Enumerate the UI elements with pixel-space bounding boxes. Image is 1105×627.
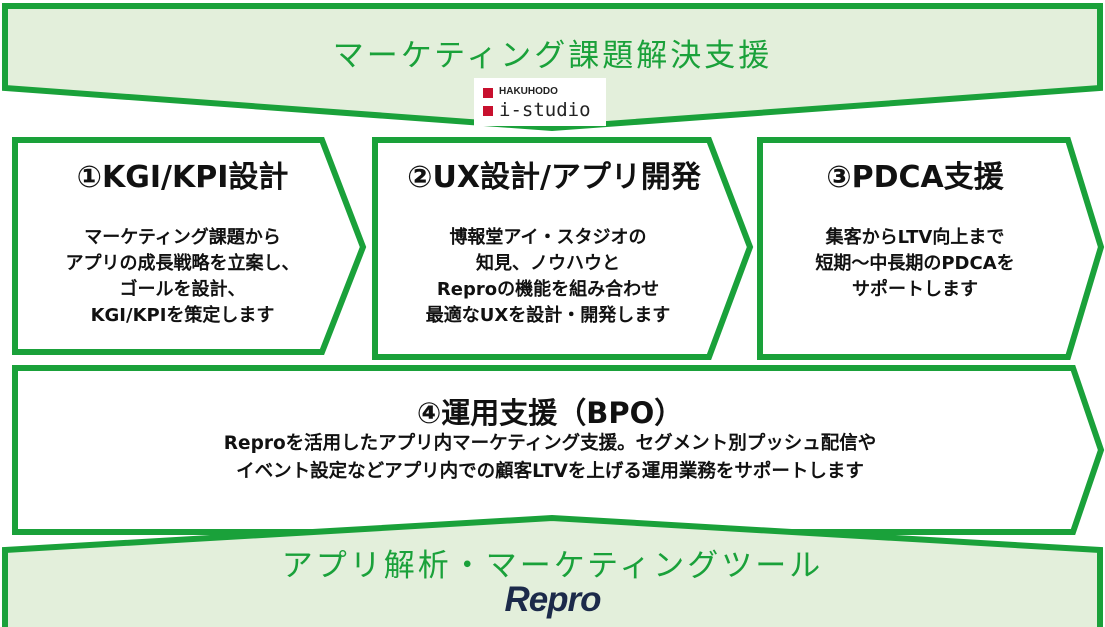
bottom-banner-title: アプリ解析・マーケティングツール xyxy=(281,548,824,584)
step2-body: 博報堂アイ・スタジオの 知見、ノウハウと Reproの機能を組み合わせ 最適なU… xyxy=(378,225,718,329)
step3-title: ③PDCA支援 xyxy=(826,160,1004,195)
step2-line: 博報堂アイ・スタジオの xyxy=(449,227,647,248)
logo-red-square-bottom xyxy=(483,106,493,116)
logo-red-square-top xyxy=(483,88,493,98)
step1-line: アプリの成長戦略を立案し、 xyxy=(65,253,300,274)
bpo-line: Reproを活用したアプリ内マーケティング支援。セグメント別プッシュ配信や xyxy=(223,433,877,454)
bpo-body: Reproを活用したアプリ内マーケティング支援。セグメント別プッシュ配信や イベ… xyxy=(20,430,1080,486)
step2-arrow-shape xyxy=(372,137,754,360)
step3-arrow-shape xyxy=(757,137,1105,360)
step1-title: ①KGI/KPI設計 xyxy=(76,160,289,195)
step1-arrow-shape xyxy=(12,137,367,355)
step3-body: 集客からLTV向上まで 短期～中長期のPDCAを サポートします xyxy=(765,225,1065,303)
bottom-banner-shape xyxy=(2,514,1103,627)
step1-body: マーケティング課題から アプリの成長戦略を立案し、 ゴールを設計、 KGI/KP… xyxy=(25,225,340,329)
step1-line: KGI/KPIを策定します xyxy=(90,305,275,326)
step1-line: マーケティング課題から xyxy=(84,227,281,248)
step2-line: 最適なUXを設計・開発します xyxy=(425,305,671,326)
bpo-line: イベント設定などアプリ内での顧客LTVを上げる運用業務をサポートします xyxy=(236,461,864,482)
bpo-title: ④運用支援（BPO） xyxy=(416,396,684,430)
step2-line: Reproの機能を組み合わせ xyxy=(436,279,660,300)
repro-logo: Repro xyxy=(504,580,601,619)
logo-small-text: HAKUHODO xyxy=(499,86,558,97)
top-banner-title: マーケティング課題解決支援 xyxy=(332,38,773,74)
step2-line: 知見、ノウハウと xyxy=(476,253,620,274)
bpo-arrow-shape xyxy=(12,365,1105,535)
step1-line: ゴールを設計、 xyxy=(119,279,246,300)
step3-line: 集客からLTV向上まで xyxy=(825,227,1005,248)
step3-line: サポートします xyxy=(852,279,978,300)
step2-title: ②UX設計/アプリ開発 xyxy=(407,160,701,195)
logo-main-text: i-studio xyxy=(499,99,591,121)
hakuhodo-i-studio-logo: HAKUHODO i-studio xyxy=(474,78,606,126)
top-banner-shape xyxy=(2,3,1103,132)
step3-line: 短期～中長期のPDCAを xyxy=(815,253,1015,274)
